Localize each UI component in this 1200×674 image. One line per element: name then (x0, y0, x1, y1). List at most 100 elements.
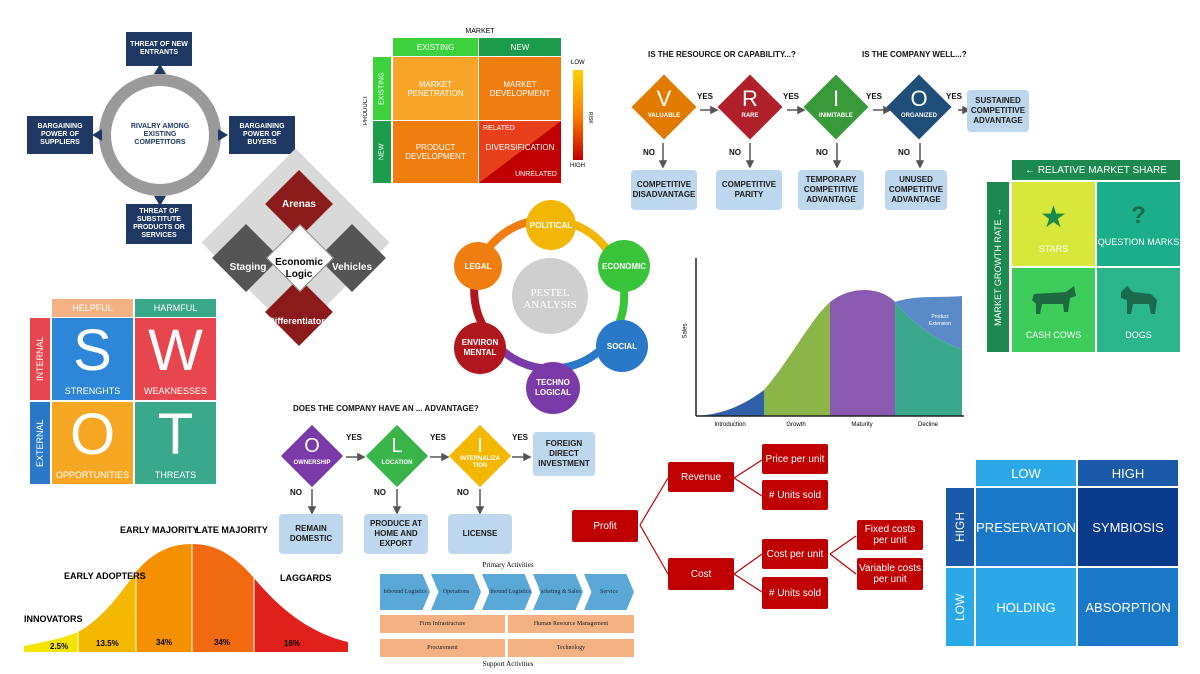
value-chain-infrastructure: Firm Infrastructure (380, 615, 505, 633)
vrio-outcome-2: COMPETITIVE PARITY (716, 170, 782, 210)
vrio-yes-4: YES (946, 92, 963, 101)
diamond-differentiators-label: Differentiators (268, 316, 330, 326)
oli-yes-3: YES (512, 433, 529, 442)
vrio-no-1: NO (643, 148, 655, 157)
ansoff-existing-row: EXISTING (373, 57, 391, 120)
pestel-legal: LEGAL (454, 242, 502, 290)
vrio-no-3: NO (816, 148, 828, 157)
matrix-high-col: HIGH (1078, 460, 1178, 486)
adoption-pct-4: 34% (214, 638, 231, 647)
ansoff-risk-bar (573, 70, 583, 160)
porter-rivalry: RIVALRY AMONG EXISTING COMPETITORS (130, 123, 190, 146)
ansoff-market-development: MARKET DEVELOPMENT (479, 57, 561, 120)
swot-w-word: WEAKNESSES (143, 386, 208, 396)
value-chain-hr: Human Resource Management (508, 615, 634, 633)
vrio-no-2: NO (729, 148, 741, 157)
bcg-header: ← RELATIVE MARKET SHARE (1012, 160, 1180, 180)
ansoff-product-label: PRODUCT (363, 95, 369, 125)
value-chain-inbound: Inbound Logistics (380, 574, 430, 610)
swot-o-word: OPPORTUNITIES (55, 470, 130, 480)
swot-s-word: STRENGHTS (64, 386, 121, 396)
swot-o-letter: O (69, 401, 116, 467)
vrio-yes-3: YES (866, 92, 883, 101)
swot-helpful: HELPFUL (52, 299, 133, 317)
ansoff-low: LOW (571, 60, 585, 66)
adoption-pct-2: 13.5% (96, 639, 119, 648)
bcg-question-marks: QUESTION MARKS (1097, 237, 1180, 247)
price-per-unit-node: Price per unit (762, 444, 828, 474)
star-icon: ★ (1040, 201, 1067, 234)
cost-per-unit-node: Cost per unit (762, 539, 828, 569)
lifecycle-chart (695, 258, 964, 417)
vrio-word-o: ORGANIZED (901, 113, 937, 119)
oli-outcome-3: LICENSE (448, 514, 512, 554)
ansoff-penetration: MARKET PENETRATION (393, 57, 478, 120)
matrix-high-row: HIGH (946, 488, 974, 566)
bcg-question-cell: ? QUESTION MARKS (1097, 182, 1180, 266)
vrio-letter-i: I (832, 86, 840, 111)
vrio-letter-r: R (742, 86, 758, 111)
lifecycle-extension: Product Extension (929, 314, 951, 327)
matrix-low-col: LOW (976, 460, 1076, 486)
porter-buyers: BARGAINING POWER OF BUYERS (229, 116, 295, 154)
bcg-cows-cell: CASH COWS (1012, 268, 1095, 352)
cow-icon (1032, 286, 1076, 314)
porter-new-entrants: THREAT OF NEW ENTRANTS (126, 32, 192, 66)
swot-w-cell: W WEAKNESSES (135, 318, 216, 400)
lifecycle-introduction: Introduction (714, 422, 746, 428)
lifecycle-decline: Decline (917, 422, 938, 428)
vrio-question-2: IS THE COMPANY WELL...? (862, 50, 967, 59)
matrix-preservation: PRESERVATION (976, 488, 1076, 566)
value-chain-primary-title: Primary Activities (482, 561, 534, 569)
fixed-costs-node: Fixed costs per unit (857, 520, 923, 550)
adoption-pct-3: 34% (156, 638, 173, 647)
bcg-side-bar (987, 182, 1009, 352)
adoption-laggards: LAGGARDS (280, 573, 332, 583)
diamond-arenas-label: Arenas (282, 199, 316, 210)
swot-internal: INTERNAL (30, 318, 50, 400)
swot-t-letter: T (157, 401, 194, 467)
vrio-yes-2: YES (783, 92, 800, 101)
oli-word-l: LOCATION (381, 460, 413, 466)
oli-word-o: OWNERSHIP (293, 460, 331, 466)
lifecycle-maturity: Maturity (851, 422, 873, 428)
diamond-center-label: Economic Logic (275, 257, 323, 280)
dog-icon (1121, 286, 1157, 314)
porter-substitutes: THREAT OF SUBSTITUTE PRODUCTS OR SERVICE… (126, 204, 192, 244)
question-icon: ? (1131, 202, 1146, 229)
vrio-outcome-1: COMPETITIVE DISADVANTAGE (631, 170, 697, 210)
profit-tree-lines (639, 459, 857, 593)
adoption-early-majority: EARLY MAJORITY (120, 525, 199, 535)
ansoff-risk: RISK (587, 112, 593, 124)
profit-node: Profit (572, 510, 638, 542)
value-chain-procurement: Procurement (380, 639, 505, 657)
swot-external: EXTERNAL (30, 402, 50, 484)
adoption-pct-1: 2.5% (50, 642, 69, 651)
ansoff-market-label: MARKET (465, 27, 495, 35)
bcg-cash-cows: CASH COWS (1025, 330, 1082, 340)
swot-s-letter: S (73, 317, 112, 383)
swot-w-letter: W (148, 317, 203, 383)
value-chain-service: Service (584, 574, 634, 610)
adoption-chart (24, 544, 348, 652)
vrio-word-v: VALUABLE (647, 113, 681, 119)
value-chain-operations: Operations (431, 574, 481, 610)
ansoff-new-row: NEW (373, 121, 391, 183)
pestel-social: SOCIAL (596, 320, 648, 372)
oli-no-2: NO (374, 488, 386, 497)
matrix-low-row: LOW (946, 568, 974, 646)
pestel-economic: ECONOMIC (598, 240, 650, 292)
vrio-yes-1: YES (697, 92, 714, 101)
oli-no-3: NO (457, 488, 469, 497)
bcg-side-label: MARKET GROWTH RATE → (993, 207, 1003, 327)
oli-letter-i: I (477, 434, 483, 457)
swot-s-cell: S STRENGHTS (52, 318, 133, 400)
value-chain-technology: Technology (508, 639, 634, 657)
vrio-outcome-3: TEMPORARY COMPETITIVE ADVANTAGE (798, 170, 864, 210)
oli-fdi: FOREIGN DIRECT INVESTMENT (533, 432, 595, 476)
diamond-staging-label: Staging (229, 262, 267, 273)
swot-t-word: THREATS (154, 470, 197, 480)
vrio-no-4: NO (898, 148, 910, 157)
vrio-letter-v: V (656, 86, 672, 111)
bcg-dogs: DOGS (1125, 330, 1152, 340)
